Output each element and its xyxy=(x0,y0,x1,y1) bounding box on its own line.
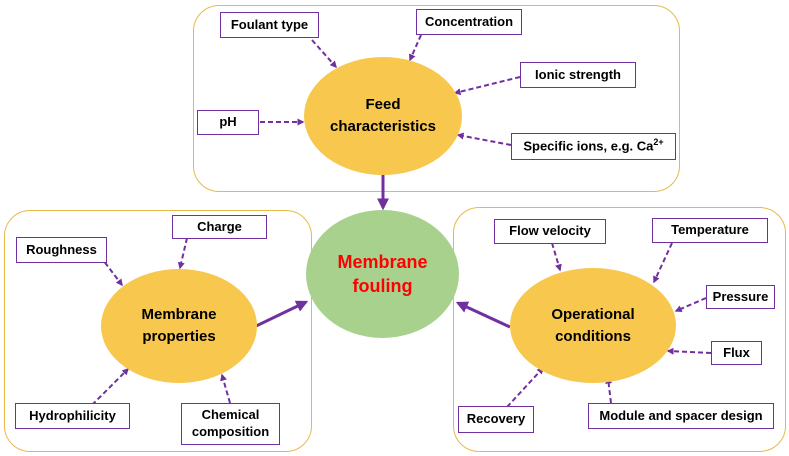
feed-characteristics-group xyxy=(193,5,680,192)
specific-ions-label: Specific ions, e.g. Ca2+ xyxy=(523,137,664,154)
specific-ions-arrow xyxy=(456,132,512,146)
roughness-box: Roughness xyxy=(16,237,107,263)
operational-to-fouling-arrow xyxy=(455,301,511,329)
membrane-properties-group xyxy=(4,210,312,452)
ph-label: pH xyxy=(219,114,237,130)
specific-ions-box: Specific ions, e.g. Ca2+ xyxy=(511,133,676,160)
foulant-type-box: Foulant type xyxy=(220,12,319,38)
operational-title-line1: Operational xyxy=(551,305,635,323)
concentration-label: Concentration xyxy=(424,13,514,29)
recovery-label: Recovery xyxy=(466,411,526,427)
feed-title-line1: Feed xyxy=(365,96,401,114)
feed-characteristics-node: Feed characteristics xyxy=(304,57,462,175)
temperature-label: Temperature xyxy=(671,222,749,238)
membrane-title-line2: properties xyxy=(142,328,216,345)
flux-box: Flux xyxy=(711,341,762,365)
module-spacer-box: Module and spacer design xyxy=(588,403,774,429)
flux-arrow xyxy=(666,347,712,355)
chemical-composition-box: Chemical composition xyxy=(181,403,280,445)
foulant-arrow xyxy=(311,39,337,69)
charge-arrow xyxy=(177,237,188,270)
membrane-properties-node: Membrane properties xyxy=(101,269,257,383)
flow-velocity-arrow xyxy=(551,242,562,272)
fouling-title-line1: Membrane xyxy=(337,251,428,272)
fouling-title-line2: fouling xyxy=(352,276,413,296)
hydrophilicity-label: Hydrophilicity xyxy=(29,407,116,423)
recovery-box: Recovery xyxy=(458,406,534,433)
membrane-fouling-node: Membrane fouling xyxy=(306,210,459,338)
pressure-arrow xyxy=(674,297,707,312)
flow-velocity-label: Flow velocity xyxy=(509,223,591,239)
chemical-arrow xyxy=(220,373,231,404)
operational-title-line2: conditions xyxy=(555,327,631,345)
operational-conditions-node: Operational conditions xyxy=(510,268,676,383)
charge-box: Charge xyxy=(172,215,267,239)
roughness-arrow xyxy=(99,255,123,287)
hydrophilicity-arrow xyxy=(91,368,129,406)
foulant-type-label: Foulant type xyxy=(230,16,309,32)
membrane-title-line1: Membrane xyxy=(141,306,217,324)
temperature-arrow xyxy=(653,242,673,284)
ionic-strength-label: Ionic strength xyxy=(535,66,621,82)
pressure-box: Pressure xyxy=(706,285,775,309)
operational-conditions-group xyxy=(453,207,786,452)
temperature-box: Temperature xyxy=(652,218,768,243)
ionic-strength-arrow xyxy=(453,76,521,96)
ph-box: pH xyxy=(197,110,259,135)
module-arrow xyxy=(605,376,613,404)
hydrophilicity-box: Hydrophilicity xyxy=(15,403,130,429)
concentration-arrow xyxy=(409,34,422,62)
recovery-arrow xyxy=(506,366,544,408)
roughness-label: Roughness xyxy=(26,241,97,257)
ionic-strength-box: Ionic strength xyxy=(520,62,636,88)
concentration-box: Concentration xyxy=(416,9,522,35)
charge-label: Charge xyxy=(197,218,242,234)
chemical-label-line2: composition xyxy=(191,424,270,439)
flux-label: Flux xyxy=(723,344,750,360)
specific-ions-superscript: 2+ xyxy=(653,137,664,148)
flow-velocity-box: Flow velocity xyxy=(494,219,606,244)
chemical-label-line1: Chemical xyxy=(201,407,260,423)
feed-title-line2: characteristics xyxy=(330,118,436,135)
module-spacer-label: Module and spacer design xyxy=(599,407,763,423)
pressure-label: Pressure xyxy=(712,288,769,304)
membrane-to-fouling-arrow xyxy=(253,300,309,329)
